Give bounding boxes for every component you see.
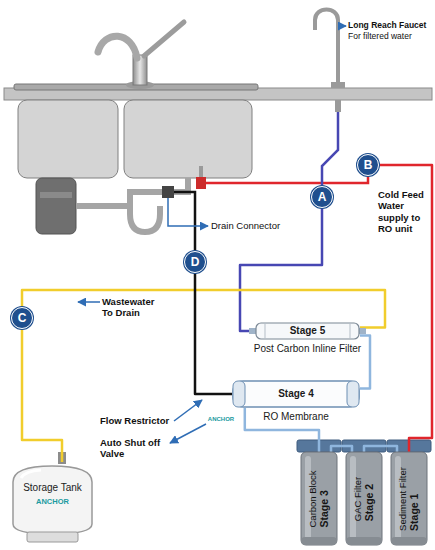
text-column: Stage 3Carbon Block [308,470,331,527]
callout-circle: B [357,154,379,176]
leader-arrow [340,25,346,27]
drain-pipe [76,203,130,209]
faucet-spout [98,36,137,58]
annotation-label: Auto Shut off Valve [100,437,170,460]
callout-letter: A [318,191,327,203]
tube-line [364,446,397,452]
callout-letter: C [18,312,27,324]
stage-title: Stage 3 [318,470,330,527]
callout-letter: D [191,256,200,268]
tube-line [22,329,62,462]
callout-circle: C [11,307,33,329]
sink-basin [124,100,252,178]
disposal-band [40,192,72,198]
supply-pipe [199,166,203,177]
annotation-label: Cold Feed Water supply to RO unit [378,189,430,235]
callout-circle: D [184,251,206,273]
stage-caption: Post Carbon Inline Filter [254,343,361,354]
stage-title: Stage 1 [408,467,420,531]
drain-line [174,192,195,251]
tank-label: Storage Tank [5,482,100,493]
sink-basin [18,100,118,178]
callout-circle: A [311,186,333,208]
annotation-label: Drain Connector [211,220,280,231]
supply-valve [196,177,206,189]
stage-caption: RO Membrane [263,411,329,422]
drain-connector [162,186,174,198]
garbage-disposal [36,178,76,234]
leader-arrow [78,301,100,303]
stage-caption: Sediment Filter [398,467,409,531]
leader-arrow [174,400,202,421]
stage-caption: GAC Filter [353,476,364,520]
faucet-shank [335,100,341,112]
annotation-label: Flow Restrictor [100,415,169,426]
tube-line [22,290,385,327]
membrane-housing: Stage 4RO Membrane [232,380,360,408]
tube-line [360,336,370,389]
filter-canister: Stage 1Sediment Filter [389,452,429,545]
annotation-label: ANCHOR [5,497,100,506]
p-trap [130,178,188,232]
tube-line [195,273,232,394]
feed-line [206,176,368,183]
text-column: Stage 1Sediment Filter [398,467,421,531]
filter-canister: Stage 2GAC Filter [344,452,384,545]
long-reach-faucet [315,10,338,85]
leader-arrow [170,424,206,443]
inline-filter: Stage 5Post Carbon Inline Filter [255,322,360,340]
filter-canister: Stage 3Carbon Block [299,452,339,545]
annotation-label: For filtered water [348,31,412,41]
stage-title: Stage 5 [255,326,360,336]
annotation-label: Long Reach Faucet [348,20,426,30]
text-column: Stage 2GAC Filter [353,476,376,520]
faucet-lever [144,22,184,56]
stage-title: Stage 2 [363,476,375,520]
leader-arrow [168,198,208,226]
annotation-label: ANCHOR [206,416,236,423]
stage-caption: Carbon Block [308,470,319,527]
stage-title: Stage 4 [232,389,360,399]
callout-letter: B [364,159,373,171]
annotation-label: Wastewater To Drain [102,296,164,319]
faucet-line [322,112,338,186]
tube-line [379,165,432,452]
tube-line [331,446,352,452]
